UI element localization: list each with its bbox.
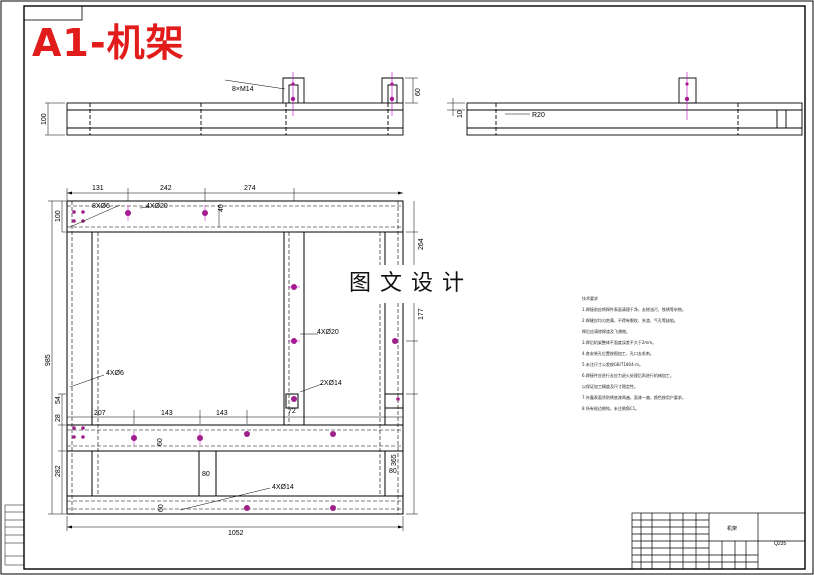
side-stamp-table (4, 504, 25, 566)
plan-callout-8x6: 8XØ6 (92, 203, 110, 210)
plan-dim-right-top: 264 (418, 238, 425, 250)
plan-callout-4x20-top: 4XØ20 (146, 203, 168, 210)
top-left-block (23, 5, 83, 21)
plan-dim-right-mid: 177 (418, 308, 425, 320)
plan-dim-right-bottom: 365 (391, 454, 398, 466)
plan-hidden-lines (67, 201, 403, 514)
plan-dimension-lines (48, 188, 418, 531)
elev-dim-height-right: 60 (415, 88, 422, 96)
plan-dim-mid-3: 143 (216, 410, 228, 417)
plan-dim-60a: 60 (157, 438, 164, 446)
watermark-label: 图文设计 (336, 265, 486, 303)
side-elevation-view (447, 77, 803, 136)
tech-note-line: 3.焊后机架整体平面度误差不大于2mm。 (582, 340, 657, 345)
technical-requirements: 技术要求 1.焊接前应将焊件表面清理干净，去除油污、铁锈等杂物。 2.焊缝应均匀… (582, 293, 742, 414)
inner-frame (23, 5, 806, 570)
plan-callout-2x14: 2XØ14 (320, 380, 342, 387)
tech-note-line: 4.各安装孔位置按图加工，孔口去毛刺。 (582, 351, 654, 356)
plan-dim-left-a: 28 (55, 414, 62, 422)
plan-dim-top-3: 274 (244, 185, 256, 192)
tech-note-line: 1.焊接前应将焊件表面清理干净，去除油污、铁锈等杂物。 (582, 307, 686, 312)
title-block-material: Q235 (774, 541, 786, 547)
side-dim-small: 10 (457, 110, 464, 118)
title-block (631, 512, 806, 570)
plan-callout-4x20-mid: 4XØ20 (317, 329, 339, 336)
plan-dim-60b: 60 (158, 504, 165, 512)
elev-callout-bolt: 8×M14 (232, 86, 254, 93)
plan-dim-mid-2: 143 (161, 410, 173, 417)
tech-note-line: 2.焊缝应均匀饱满，不得有裂纹、夹渣、气孔等缺陷。 (582, 318, 678, 323)
plan-dim-80b: 80 (389, 468, 397, 475)
plan-callout-4x6: 4XØ6 (106, 370, 124, 377)
tech-note-line: 5.未注尺寸公差按GB/T1804-m。 (582, 362, 643, 367)
drawing-title: A1-机架 (32, 21, 185, 65)
plan-view (66, 200, 404, 515)
tech-notes-heading: 技术要求 (582, 296, 598, 301)
title-block-name: 机架 (727, 525, 737, 532)
plan-dim-left-b: 54 (55, 396, 62, 404)
plan-dim-left-top: 100 (55, 210, 62, 222)
plan-callout-4x14: 4XØ14 (272, 484, 294, 491)
plan-dim-80a: 80 (202, 471, 210, 478)
side-dim-radius: R20 (532, 112, 545, 119)
plan-dim-40: 40 (218, 204, 225, 212)
tech-note-line: 7.外露表面涂防锈底漆两遍，面漆一遍，颜色按用户要求。 (582, 395, 686, 400)
tech-note-line: 以保证加工精度及尺寸稳定性。 (582, 384, 638, 389)
plan-dim-mid-1: 207 (94, 410, 106, 417)
tech-note-line: 6.焊接件应进行去应力退火处理后再进行机械加工， (582, 373, 674, 378)
plan-dim-left-bottom: 282 (55, 465, 62, 477)
front-elevation-view (45, 77, 418, 136)
plan-dim-top-1: 131 (92, 185, 104, 192)
tech-note-line: 8.所有锐边倒钝，未注倒角C1。 (582, 406, 640, 411)
plan-dim-left-total: 985 (45, 354, 52, 366)
plan-dim-72: 72 (288, 408, 296, 415)
tech-note-line: 焊后应清除焊渣及飞溅物。 (582, 329, 630, 334)
plan-dim-top-2: 242 (160, 185, 172, 192)
elevation-bolt-marks (290, 82, 395, 102)
elev-dim-height-left: 100 (41, 113, 48, 125)
plan-holes (72, 210, 400, 511)
plan-dim-width-total: 1052 (228, 530, 244, 537)
